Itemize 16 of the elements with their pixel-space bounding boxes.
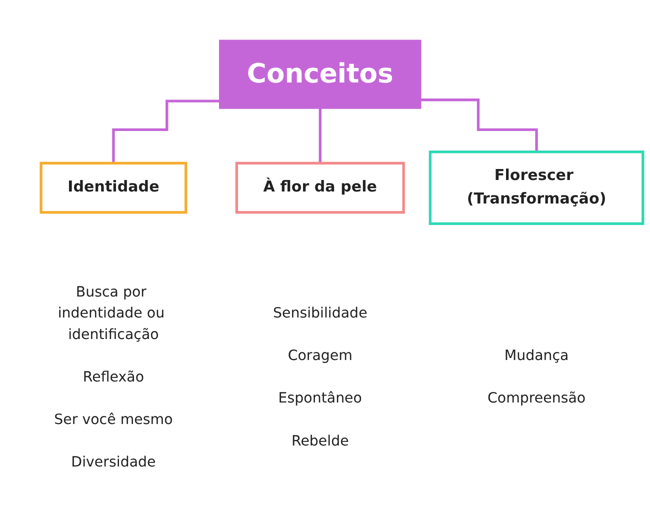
connector [112,100,220,164]
node-label: Compreensão [487,389,586,406]
node-label: Mudança [504,346,569,364]
node-box: Identidade [40,162,188,214]
connector [420,98,538,154]
node-label: Diversidade [71,453,156,470]
node-label: Reflexão [82,368,144,385]
node-label: Sensibilidade [273,304,368,322]
node-label: Coragem [288,346,352,364]
node-box: Florescer (Transformação) [428,150,644,225]
node-label: Ser você mesmo [54,410,173,428]
node-label: Rebelde [291,432,349,449]
node-box: À flor da pele [235,162,405,214]
node-box: Conceitos [219,40,422,109]
node-label: Espontâneo [278,389,362,406]
node-label: Busca por indentidade ou identificação [58,283,165,342]
